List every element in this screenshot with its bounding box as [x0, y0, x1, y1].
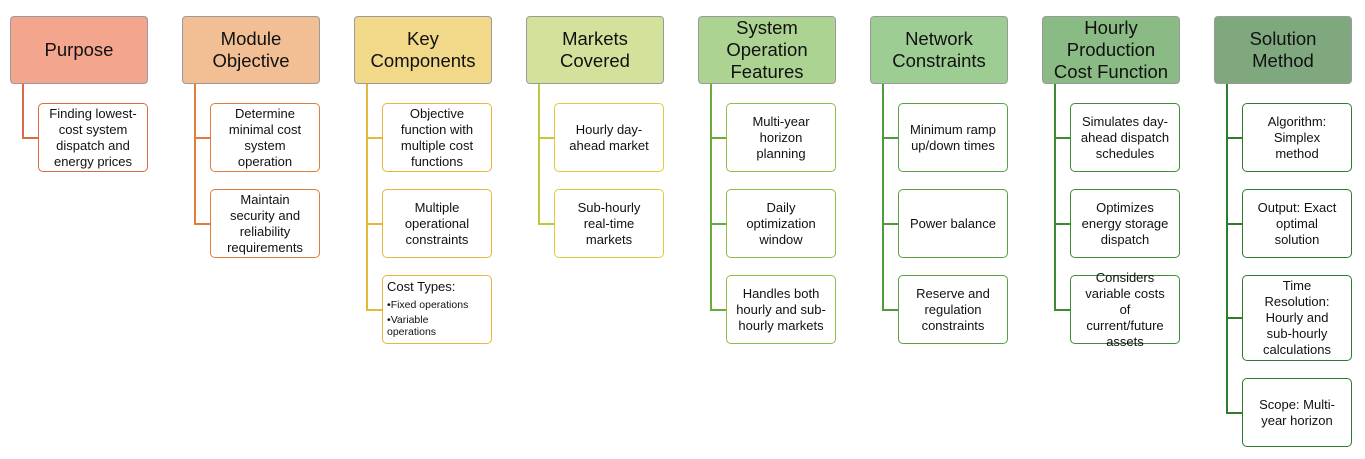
item-box: Multi-year horizon planning	[726, 103, 836, 172]
connector-branch	[194, 222, 210, 225]
item-box: Scope: Multi- year horizon	[1242, 378, 1352, 447]
connector-branch	[366, 222, 382, 225]
connector-trunk	[1054, 84, 1056, 311]
item-box: Sub-hourly real-time markets	[554, 189, 664, 258]
header-network-constraints: Network Constraints	[870, 16, 1008, 84]
header-hourly-production: Hourly Production Cost Function	[1042, 16, 1180, 84]
item-box: Finding lowest- cost system dispatch and…	[38, 103, 148, 172]
connector-trunk	[1226, 84, 1228, 414]
item-box: Determine minimal cost system operation	[210, 103, 320, 172]
connector-branch	[710, 308, 726, 311]
connector-branch	[1226, 317, 1242, 319]
connector-branch	[1226, 222, 1242, 225]
connector-branch	[366, 136, 382, 139]
item-box: Minimum ramp up/down times	[898, 103, 1008, 172]
connector-branch	[710, 222, 726, 225]
item-title: Cost Types:	[387, 279, 456, 294]
connector-branch	[882, 308, 898, 311]
connector-trunk	[194, 84, 196, 225]
item-box: Maintain security and reliability requir…	[210, 189, 320, 258]
item-box: Reserve and regulation constraints	[898, 275, 1008, 344]
item-box: Simulates day- ahead dispatch schedules	[1070, 103, 1180, 172]
connector-branch	[710, 136, 726, 139]
item-box: Objective function with multiple cost fu…	[382, 103, 492, 172]
connector-branch	[1054, 222, 1070, 225]
item-box: Optimizes energy storage dispatch	[1070, 189, 1180, 258]
connector-branch	[194, 136, 210, 139]
item-box: Daily optimization window	[726, 189, 836, 258]
connector-branch	[1226, 411, 1242, 414]
item-box: Cost Types: Fixed operationsVariable oper…	[382, 275, 492, 344]
bullet-item: Variable operations	[387, 314, 487, 338]
connector-branch	[1226, 136, 1242, 139]
connector-trunk	[22, 84, 24, 139]
connector-branch	[1054, 308, 1070, 311]
header-purpose: Purpose	[10, 16, 148, 84]
header-system-operation: System Operation Features	[698, 16, 836, 84]
item-box: Considers variable costs of current/futu…	[1070, 270, 1180, 349]
item-box: Output: Exact optimal solution	[1242, 189, 1352, 258]
connector-branch	[538, 222, 554, 225]
connector-branch	[882, 222, 898, 225]
item-box: Multiple operational constraints	[382, 189, 492, 258]
header-key-components: Key Components	[354, 16, 492, 84]
header-markets-covered: Markets Covered	[526, 16, 664, 84]
item-box: Handles both hourly and sub- hourly mark…	[726, 275, 836, 344]
item-box: Power balance	[898, 189, 1008, 258]
connector-branch	[366, 308, 382, 311]
header-solution-method: Solution Method	[1214, 16, 1352, 84]
item-bullet-list: Fixed operationsVariable operations	[387, 299, 487, 338]
header-module-objective: Module Objective	[182, 16, 320, 84]
item-box: Algorithm: Simplex method	[1242, 103, 1352, 172]
connector-trunk	[366, 84, 368, 311]
connector-trunk	[710, 84, 712, 311]
connector-branch	[538, 136, 554, 139]
connector-branch	[1054, 136, 1070, 139]
connector-trunk	[882, 84, 884, 311]
item-box: Time Resolution: Hourly and sub-hourly c…	[1242, 275, 1352, 361]
connector-branch	[882, 136, 898, 139]
item-box: Hourly day- ahead market	[554, 103, 664, 172]
connector-trunk	[538, 84, 540, 225]
bullet-item: Fixed operations	[387, 299, 487, 311]
connector-branch	[22, 136, 38, 139]
